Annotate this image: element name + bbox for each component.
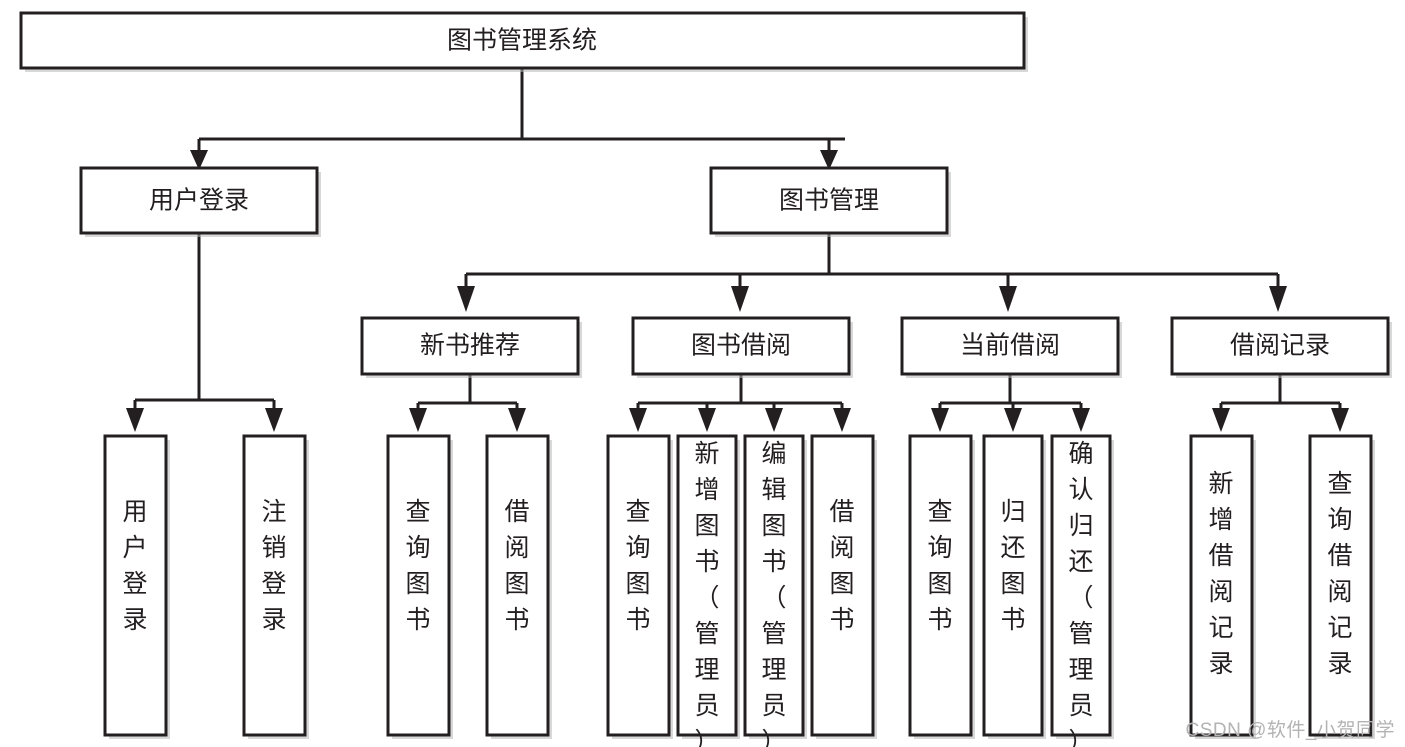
- node-leaf-query-book-2-label: 查询图书: [625, 498, 650, 634]
- node-leaf-query-book-1[interactable]: 查询图书: [386, 434, 453, 739]
- node-leaf-add-book[interactable]: 新增图书（管理员）: [676, 434, 740, 747]
- node-leaf-user-login[interactable]: 用户登录: [103, 434, 170, 739]
- edge-currentborrow-to-leaves: [931, 374, 1090, 432]
- arrow-head-leaf-add-book: [698, 408, 716, 432]
- arrow-head-book-borrow: [731, 286, 749, 312]
- edge-borrowrecord-to-leaves: [1212, 374, 1349, 432]
- arrow-head-leaf-add-record: [1212, 408, 1230, 432]
- arrow-head-user-login: [190, 150, 208, 170]
- node-leaf-query-book-2[interactable]: 查询图书: [606, 434, 673, 739]
- node-current-borrow[interactable]: 当前借阅: [900, 316, 1122, 378]
- node-borrow-record-label: 借阅记录: [1230, 332, 1330, 360]
- node-leaf-logout-label: 注销登录: [261, 498, 286, 634]
- arrow-head-leaf-query-book-1: [409, 408, 427, 432]
- node-leaf-borrow-book-1[interactable]: 借阅图书: [485, 434, 552, 739]
- edge-bookmanage-to-level2: [457, 233, 1287, 312]
- node-new-book-rec[interactable]: 新书推荐: [360, 316, 582, 378]
- node-leaf-query-record[interactable]: 查询借阅记录: [1308, 434, 1375, 739]
- node-book-borrow-label: 图书借阅: [691, 332, 791, 360]
- node-leaf-logout[interactable]: 注销登录: [242, 434, 309, 739]
- node-book-manage-label: 图书管理: [779, 187, 879, 215]
- node-leaf-query-book-3[interactable]: 查询图书: [908, 434, 975, 739]
- edge-root-to-level1: [190, 68, 845, 170]
- node-user-login-label: 用户登录: [149, 187, 249, 215]
- node-leaf-borrow-book-2-label: 借阅图书: [829, 498, 854, 634]
- arrow-head-new-book-rec: [457, 286, 475, 312]
- node-leaf-user-login-label: 用户登录: [122, 498, 147, 634]
- arrow-head-leaf-logout: [265, 408, 283, 432]
- arrow-head-book-manage: [820, 150, 838, 170]
- node-leaf-query-book-3-label: 查询图书: [927, 498, 952, 634]
- arrow-head-leaf-edit-book: [765, 408, 783, 432]
- connector-layer: [126, 68, 1349, 432]
- node-root[interactable]: 图书管理系统: [19, 11, 1028, 72]
- edge-newbookrec-to-leaves: [409, 374, 526, 432]
- node-leaf-edit-book-label: 编辑图书（管理员）: [761, 440, 786, 747]
- node-new-book-rec-label: 新书推荐: [420, 332, 520, 360]
- arrow-head-borrow-record: [1269, 286, 1287, 312]
- node-leaf-confirm-return-label: 确认归还（管理员）: [1068, 440, 1093, 747]
- node-leaf-query-book-1-label: 查询图书: [405, 498, 430, 634]
- node-root-label: 图书管理系统: [447, 27, 597, 55]
- node-leaf-borrow-book-2[interactable]: 借阅图书: [810, 434, 877, 739]
- node-leaf-borrow-book-1-label: 借阅图书: [504, 498, 529, 634]
- arrow-head-leaf-borrow-book-1: [508, 408, 526, 432]
- node-leaf-confirm-return[interactable]: 确认归还（管理员）: [1050, 434, 1114, 747]
- arrow-head-leaf-query-book-3: [931, 408, 949, 432]
- edge-userlogin-to-leaves: [126, 233, 283, 432]
- arrow-head-leaf-query-record: [1331, 408, 1349, 432]
- edge-bookborrow-to-leaves: [629, 374, 851, 432]
- node-leaf-return-book[interactable]: 归还图书: [982, 434, 1046, 739]
- node-current-borrow-label: 当前借阅: [960, 332, 1060, 360]
- node-leaf-query-record-label: 查询借阅记录: [1327, 470, 1352, 678]
- node-leaf-return-book-label: 归还图书: [1000, 498, 1025, 634]
- node-borrow-record[interactable]: 借阅记录: [1170, 316, 1392, 378]
- node-book-manage[interactable]: 图书管理: [709, 166, 951, 237]
- node-leaf-add-record-label: 新增借阅记录: [1208, 470, 1233, 678]
- node-leaf-add-book-label: 新增图书（管理员）: [694, 440, 719, 747]
- node-user-login[interactable]: 用户登录: [79, 166, 321, 237]
- node-book-borrow[interactable]: 图书借阅: [631, 316, 853, 378]
- node-leaf-edit-book[interactable]: 编辑图书（管理员）: [743, 434, 807, 747]
- node-leaf-add-record[interactable]: 新增借阅记录: [1189, 434, 1256, 739]
- arrow-head-leaf-user-login: [126, 408, 144, 432]
- arrow-head-current-borrow: [999, 286, 1017, 312]
- arrow-head-leaf-confirm-return: [1072, 408, 1090, 432]
- arrow-head-leaf-query-book-2: [629, 408, 647, 432]
- arrow-head-leaf-return-book: [1004, 408, 1022, 432]
- arrow-head-leaf-borrow-book-2: [833, 408, 851, 432]
